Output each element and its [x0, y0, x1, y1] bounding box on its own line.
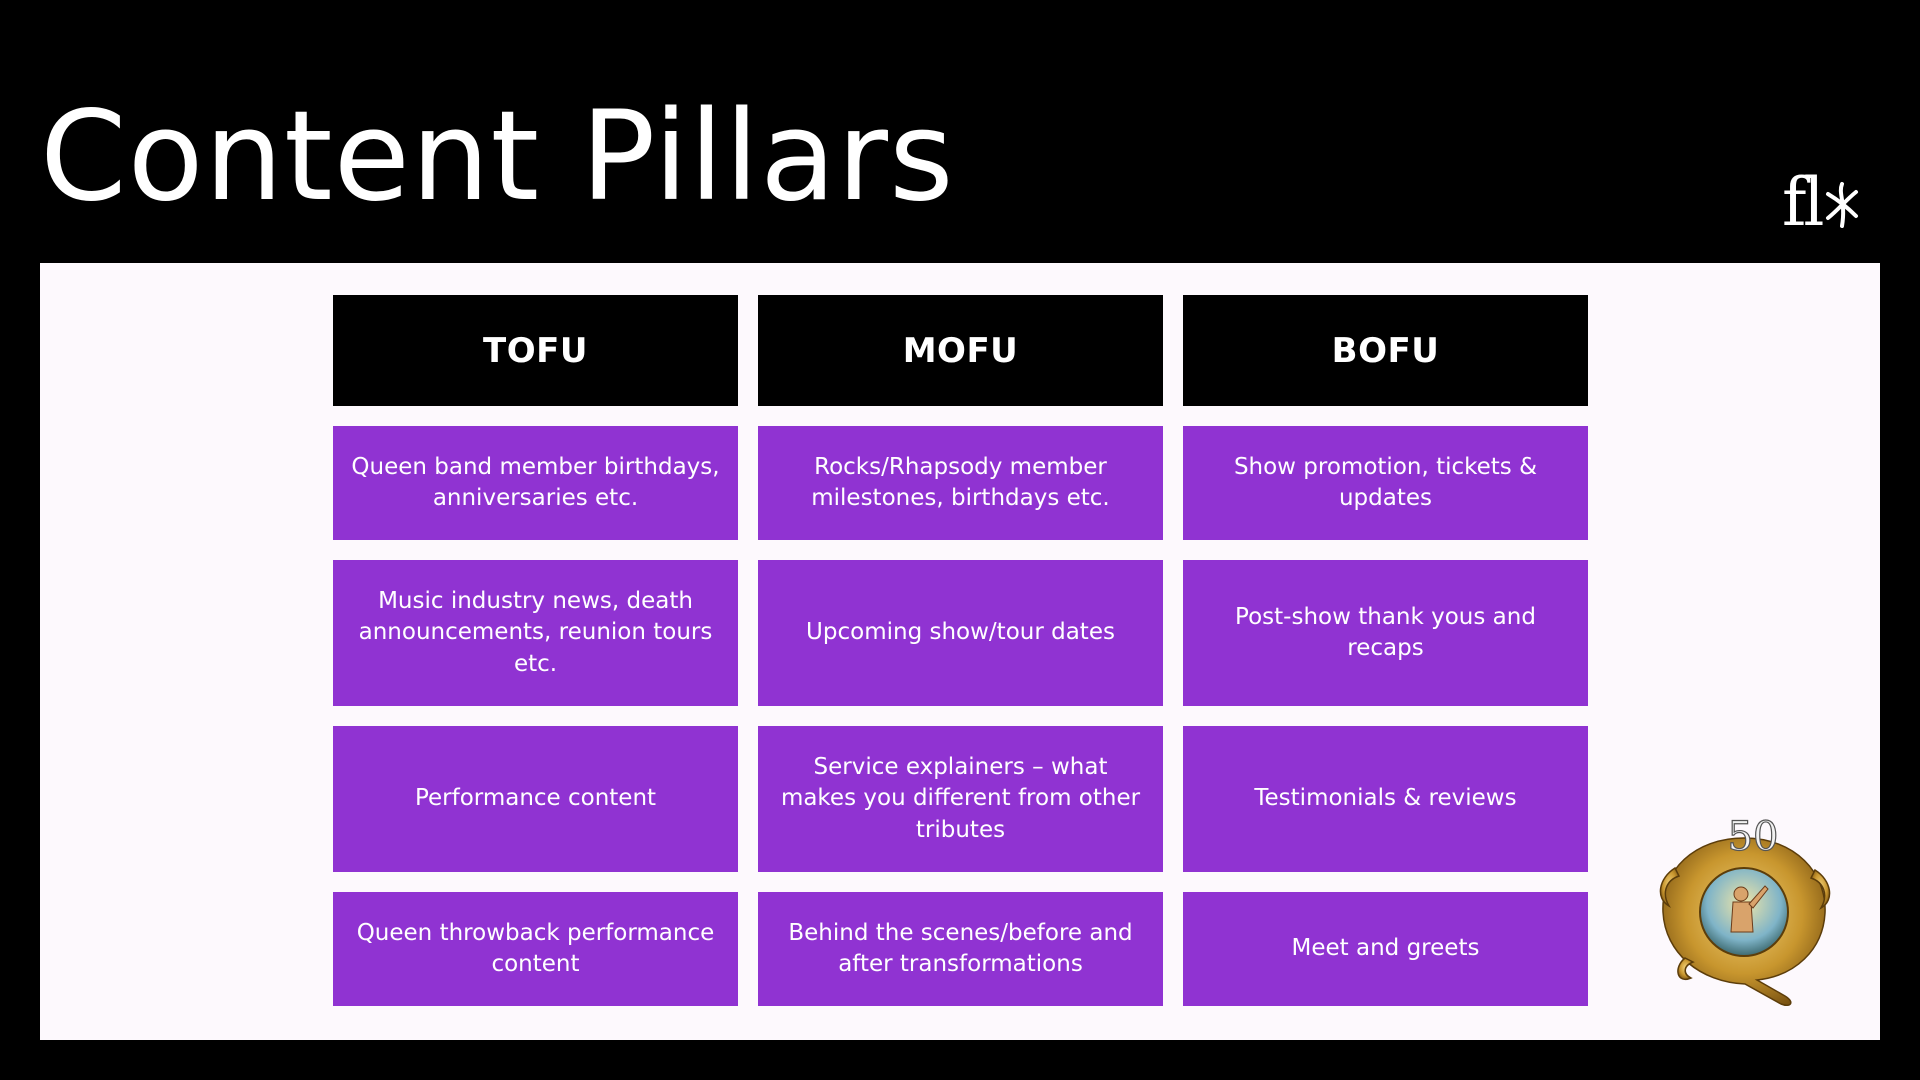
brand-logo: fl	[1782, 170, 1860, 236]
column-header-tofu: TOFU	[333, 295, 738, 406]
anniversary-badge-icon: 50	[1659, 813, 1831, 1007]
table-cell: Rocks/Rhapsody member milestones, birthd…	[758, 426, 1163, 540]
table-cell: Service explainers – what makes you diff…	[758, 726, 1163, 872]
table-cell: Meet and greets	[1183, 892, 1588, 1006]
column-header-bofu: BOFU	[1183, 295, 1588, 406]
column-header-mofu: MOFU	[758, 295, 1163, 406]
table-cell: Queen throwback performance content	[333, 892, 738, 1006]
table-cell: Behind the scenes/before and after trans…	[758, 892, 1163, 1006]
table-cell: Queen band member birthdays, anniversari…	[333, 426, 738, 540]
table-cell: Upcoming show/tour dates	[758, 560, 1163, 706]
table-cell: Show promotion, tickets & updates	[1183, 426, 1588, 540]
table-cell: Post-show thank yous and recaps	[1183, 560, 1588, 706]
brand-logo-text: fl	[1782, 164, 1825, 241]
table-cell: Music industry news, death announcements…	[333, 560, 738, 706]
badge-number: 50	[1728, 814, 1779, 860]
asterisk-icon	[1825, 182, 1858, 228]
table-cell: Testimonials & reviews	[1183, 726, 1588, 872]
content-pillars-table: TOFU MOFU BOFU Queen band member birthda…	[333, 295, 1588, 1006]
page-title: Content Pillars	[40, 85, 955, 229]
table-cell: Performance content	[333, 726, 738, 872]
content-panel: TOFU MOFU BOFU Queen band member birthda…	[40, 263, 1880, 1040]
